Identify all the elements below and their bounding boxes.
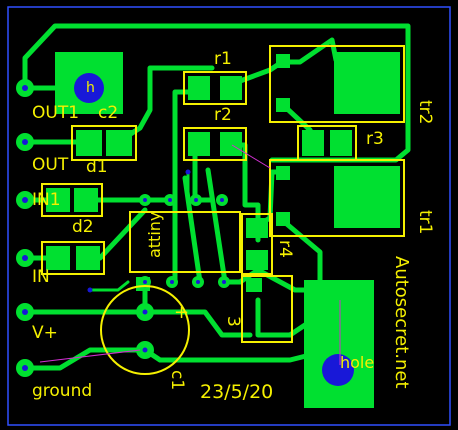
- label-in: IN: [32, 267, 50, 287]
- pad-r2-right: [220, 132, 242, 156]
- pad-bottom-right-block: [304, 280, 374, 408]
- pad-d1-right: [76, 246, 100, 270]
- label-site: Autosecret.net: [391, 256, 412, 389]
- silk-r2: [183, 127, 247, 161]
- label-c2: c2: [98, 103, 118, 123]
- label-hole-big: hole: [340, 353, 374, 372]
- pad-c2-right: [106, 130, 132, 156]
- label-r1: r1: [214, 49, 232, 69]
- pad-tr1-pin2: [276, 212, 290, 226]
- pad-tr2-body: [334, 52, 400, 114]
- trace-r1-tr2: [229, 37, 339, 87]
- pad-tr2-pin1: [276, 54, 290, 68]
- label-vplus: V+: [32, 323, 58, 343]
- label-chip-mark: 3: [223, 316, 243, 327]
- silk-regulator: [241, 275, 293, 343]
- pad-r4-bottom: [246, 250, 268, 270]
- board-outline: [7, 6, 451, 426]
- pad-r3-left: [302, 130, 324, 156]
- trace-thin-2: [88, 280, 130, 292]
- label-out1: OUT1: [32, 103, 79, 123]
- label-in1: IN1: [32, 190, 61, 210]
- pad-tr2-pin2: [276, 98, 290, 112]
- trace-tr1-low: [279, 217, 323, 293]
- mounting-hole-big: [322, 354, 354, 386]
- trace-chip-r4b: [255, 297, 308, 338]
- pad-d1-left: [46, 246, 70, 270]
- label-c1: c1: [167, 370, 187, 390]
- label-ground: ground: [32, 381, 92, 401]
- trace-c2-up: [115, 65, 215, 145]
- pad-c2-left: [76, 130, 102, 156]
- pad-r4-top: [246, 218, 268, 238]
- silk-attiny: [129, 211, 241, 273]
- label-out: OUT: [32, 155, 69, 175]
- pad-r3-right: [330, 130, 352, 156]
- pad-d2-right: [74, 188, 98, 212]
- silk-r4: [241, 213, 273, 275]
- mounting-hole-small: [74, 73, 104, 103]
- silk-c1: [100, 285, 190, 375]
- silk-c2: [71, 125, 137, 161]
- label-date: 23/5/20: [200, 381, 273, 403]
- pad-d2-left: [46, 188, 70, 212]
- label-r4: r4: [275, 240, 295, 258]
- silkscreen-outlines: [41, 45, 405, 375]
- airwires: [39, 144, 341, 365]
- silk-d2: [41, 183, 103, 217]
- label-hole-small: h: [86, 80, 95, 96]
- round-pads: [16, 79, 230, 377]
- copper-pads: [46, 52, 400, 408]
- pad-chip-r4: [246, 278, 262, 292]
- trace-d1-diag: [97, 207, 148, 261]
- label-d2: d2: [72, 217, 94, 237]
- silk-tr2: [269, 45, 405, 123]
- trace-c1-chip: [142, 309, 253, 338]
- silk-r1: [183, 71, 247, 105]
- pad-tr1-body: [334, 166, 400, 228]
- pad-r1-left: [188, 76, 210, 100]
- label-r2: r2: [214, 105, 232, 125]
- label-c1-plus: +: [174, 302, 189, 323]
- silk-tr1: [269, 159, 405, 237]
- pad-r1-right: [220, 76, 242, 100]
- trace-chip-diag2: [205, 167, 228, 285]
- pad-tr1-pin1: [276, 166, 290, 180]
- label-tr1: tr1: [415, 210, 435, 234]
- drill-dots: [22, 85, 226, 371]
- label-attiny: attiny: [145, 212, 164, 258]
- silk-d1: [41, 241, 105, 275]
- label-r3: r3: [366, 129, 384, 149]
- label-tr2: tr2: [415, 100, 435, 124]
- label-d1: d1: [86, 157, 108, 177]
- pad-r2-left: [188, 132, 210, 156]
